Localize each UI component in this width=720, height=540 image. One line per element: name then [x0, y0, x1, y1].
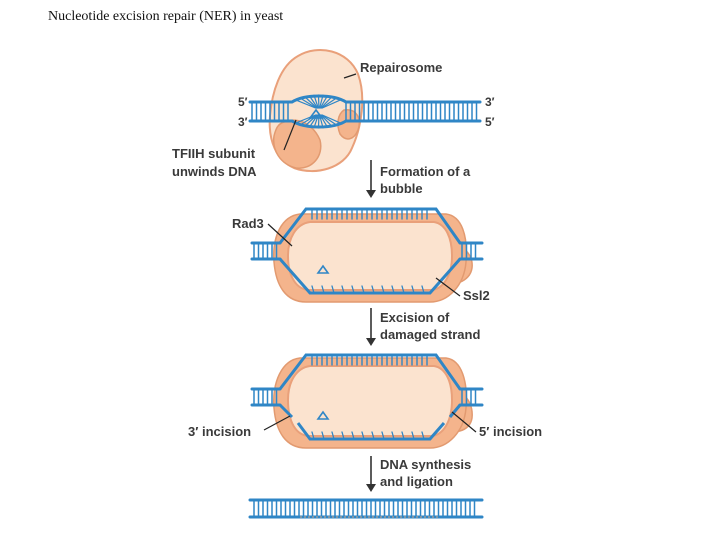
open-base-bottom — [321, 431, 325, 440]
cut-strand-end-right — [448, 404, 462, 418]
bubble-base — [295, 114, 317, 124]
damage-marker — [308, 108, 324, 119]
step-3-line2: and ligation — [380, 474, 453, 489]
end-label-3prime-bottom: 3′ — [238, 115, 248, 129]
repairosome-leader — [343, 73, 357, 79]
step-2-line1: Excision of — [380, 310, 450, 325]
incision3-leader — [263, 415, 291, 431]
cut-strand-end-left — [278, 403, 294, 419]
bubble-base — [321, 114, 342, 124]
step-3-line1: DNA synthesis — [380, 457, 471, 472]
panel-excision — [250, 353, 484, 449]
open-base-bottom — [311, 431, 315, 440]
open-strand-top — [278, 207, 462, 244]
open-base-bottom — [361, 285, 365, 294]
damage-marker — [316, 410, 330, 420]
step-1-line1: Formation of a — [380, 164, 471, 179]
open-base-bottom — [391, 285, 395, 294]
step-arrow-3-head — [366, 484, 376, 492]
bubble-base — [320, 96, 333, 109]
open-base-bottom — [341, 431, 345, 440]
label-3prime-incision: 3′ incision — [188, 424, 251, 439]
open-base-bottom — [421, 285, 425, 294]
label-rad3: Rad3 — [232, 216, 264, 231]
bubble-base — [321, 114, 338, 126]
damage-marker — [316, 264, 330, 274]
open-base-bottom — [421, 431, 425, 440]
open-base-bottom — [361, 431, 365, 440]
open-base-bottom — [331, 431, 335, 440]
open-base-bottom — [371, 431, 375, 440]
label-ssl2: Ssl2 — [463, 288, 490, 303]
end-label-5prime-bottom: 5′ — [485, 115, 495, 129]
bubble-base — [319, 95, 329, 109]
open-base-bottom — [321, 285, 325, 294]
bubble-base — [295, 99, 317, 109]
dna-bubble — [250, 207, 484, 295]
repairosome-front-lobe — [337, 109, 360, 140]
label-tfiih-line1: TFIIH subunit — [172, 146, 256, 161]
open-base-bottom — [401, 431, 405, 440]
page-title: Nucleotide excision repair (NER) in yeas… — [48, 9, 284, 24]
repairosome-back-lobe — [272, 119, 322, 169]
open-base-bottom — [351, 431, 355, 440]
bubble-base — [321, 97, 338, 109]
end-label-3prime-top: 3′ — [485, 95, 495, 109]
open-strand-top — [278, 353, 462, 390]
bubble-base — [313, 94, 319, 109]
panel-repairosome — [248, 49, 482, 173]
open-base-bottom — [411, 431, 415, 440]
bubble-base — [319, 94, 324, 109]
label-repairosome: Repairosome — [360, 60, 442, 75]
open-base-bottom — [311, 285, 315, 294]
open-base-bottom — [401, 285, 405, 294]
bubble-protein-face — [286, 221, 454, 291]
bubble-base — [304, 114, 318, 127]
step-2-line2: damaged strand — [380, 327, 480, 342]
label-tfiih-line2: unwinds DNA — [172, 164, 257, 179]
tfiih-leader — [283, 119, 297, 151]
open-base-bottom — [391, 431, 395, 440]
label-5prime-incision: 5′ incision — [479, 424, 542, 439]
incision5-leader — [451, 411, 477, 433]
open-base-bottom — [381, 431, 385, 440]
bubble-base — [313, 114, 319, 129]
step-1-line2: bubble — [380, 181, 423, 196]
excision-protein-face — [286, 365, 454, 437]
bubble-base — [320, 114, 333, 127]
open-strand-bottom — [278, 258, 462, 295]
dna-excision — [250, 353, 484, 441]
end-label-5prime-top: 5′ — [238, 95, 248, 109]
bubble-base — [321, 99, 342, 109]
panel-bubble — [250, 207, 484, 303]
excised-fragment — [296, 422, 446, 441]
bubble-base — [319, 114, 324, 129]
open-base-bottom — [381, 285, 385, 294]
open-base-bottom — [351, 285, 355, 294]
ssl2-leader — [435, 277, 461, 297]
open-base-bottom — [331, 285, 335, 294]
bubble-base — [299, 97, 317, 109]
dna-repaired — [248, 498, 484, 519]
open-base-bottom — [341, 285, 345, 294]
bubble-base — [304, 96, 318, 109]
rad3-leader — [267, 223, 293, 247]
open-base-bottom — [371, 285, 375, 294]
dna-duplex-initial — [248, 94, 482, 129]
step-arrow-1-head — [366, 190, 376, 198]
bubble-base — [299, 114, 317, 126]
open-base-bottom — [411, 285, 415, 294]
bubble-base — [308, 114, 319, 128]
step-arrow-2-head — [366, 338, 376, 346]
bubble-base — [308, 95, 319, 109]
